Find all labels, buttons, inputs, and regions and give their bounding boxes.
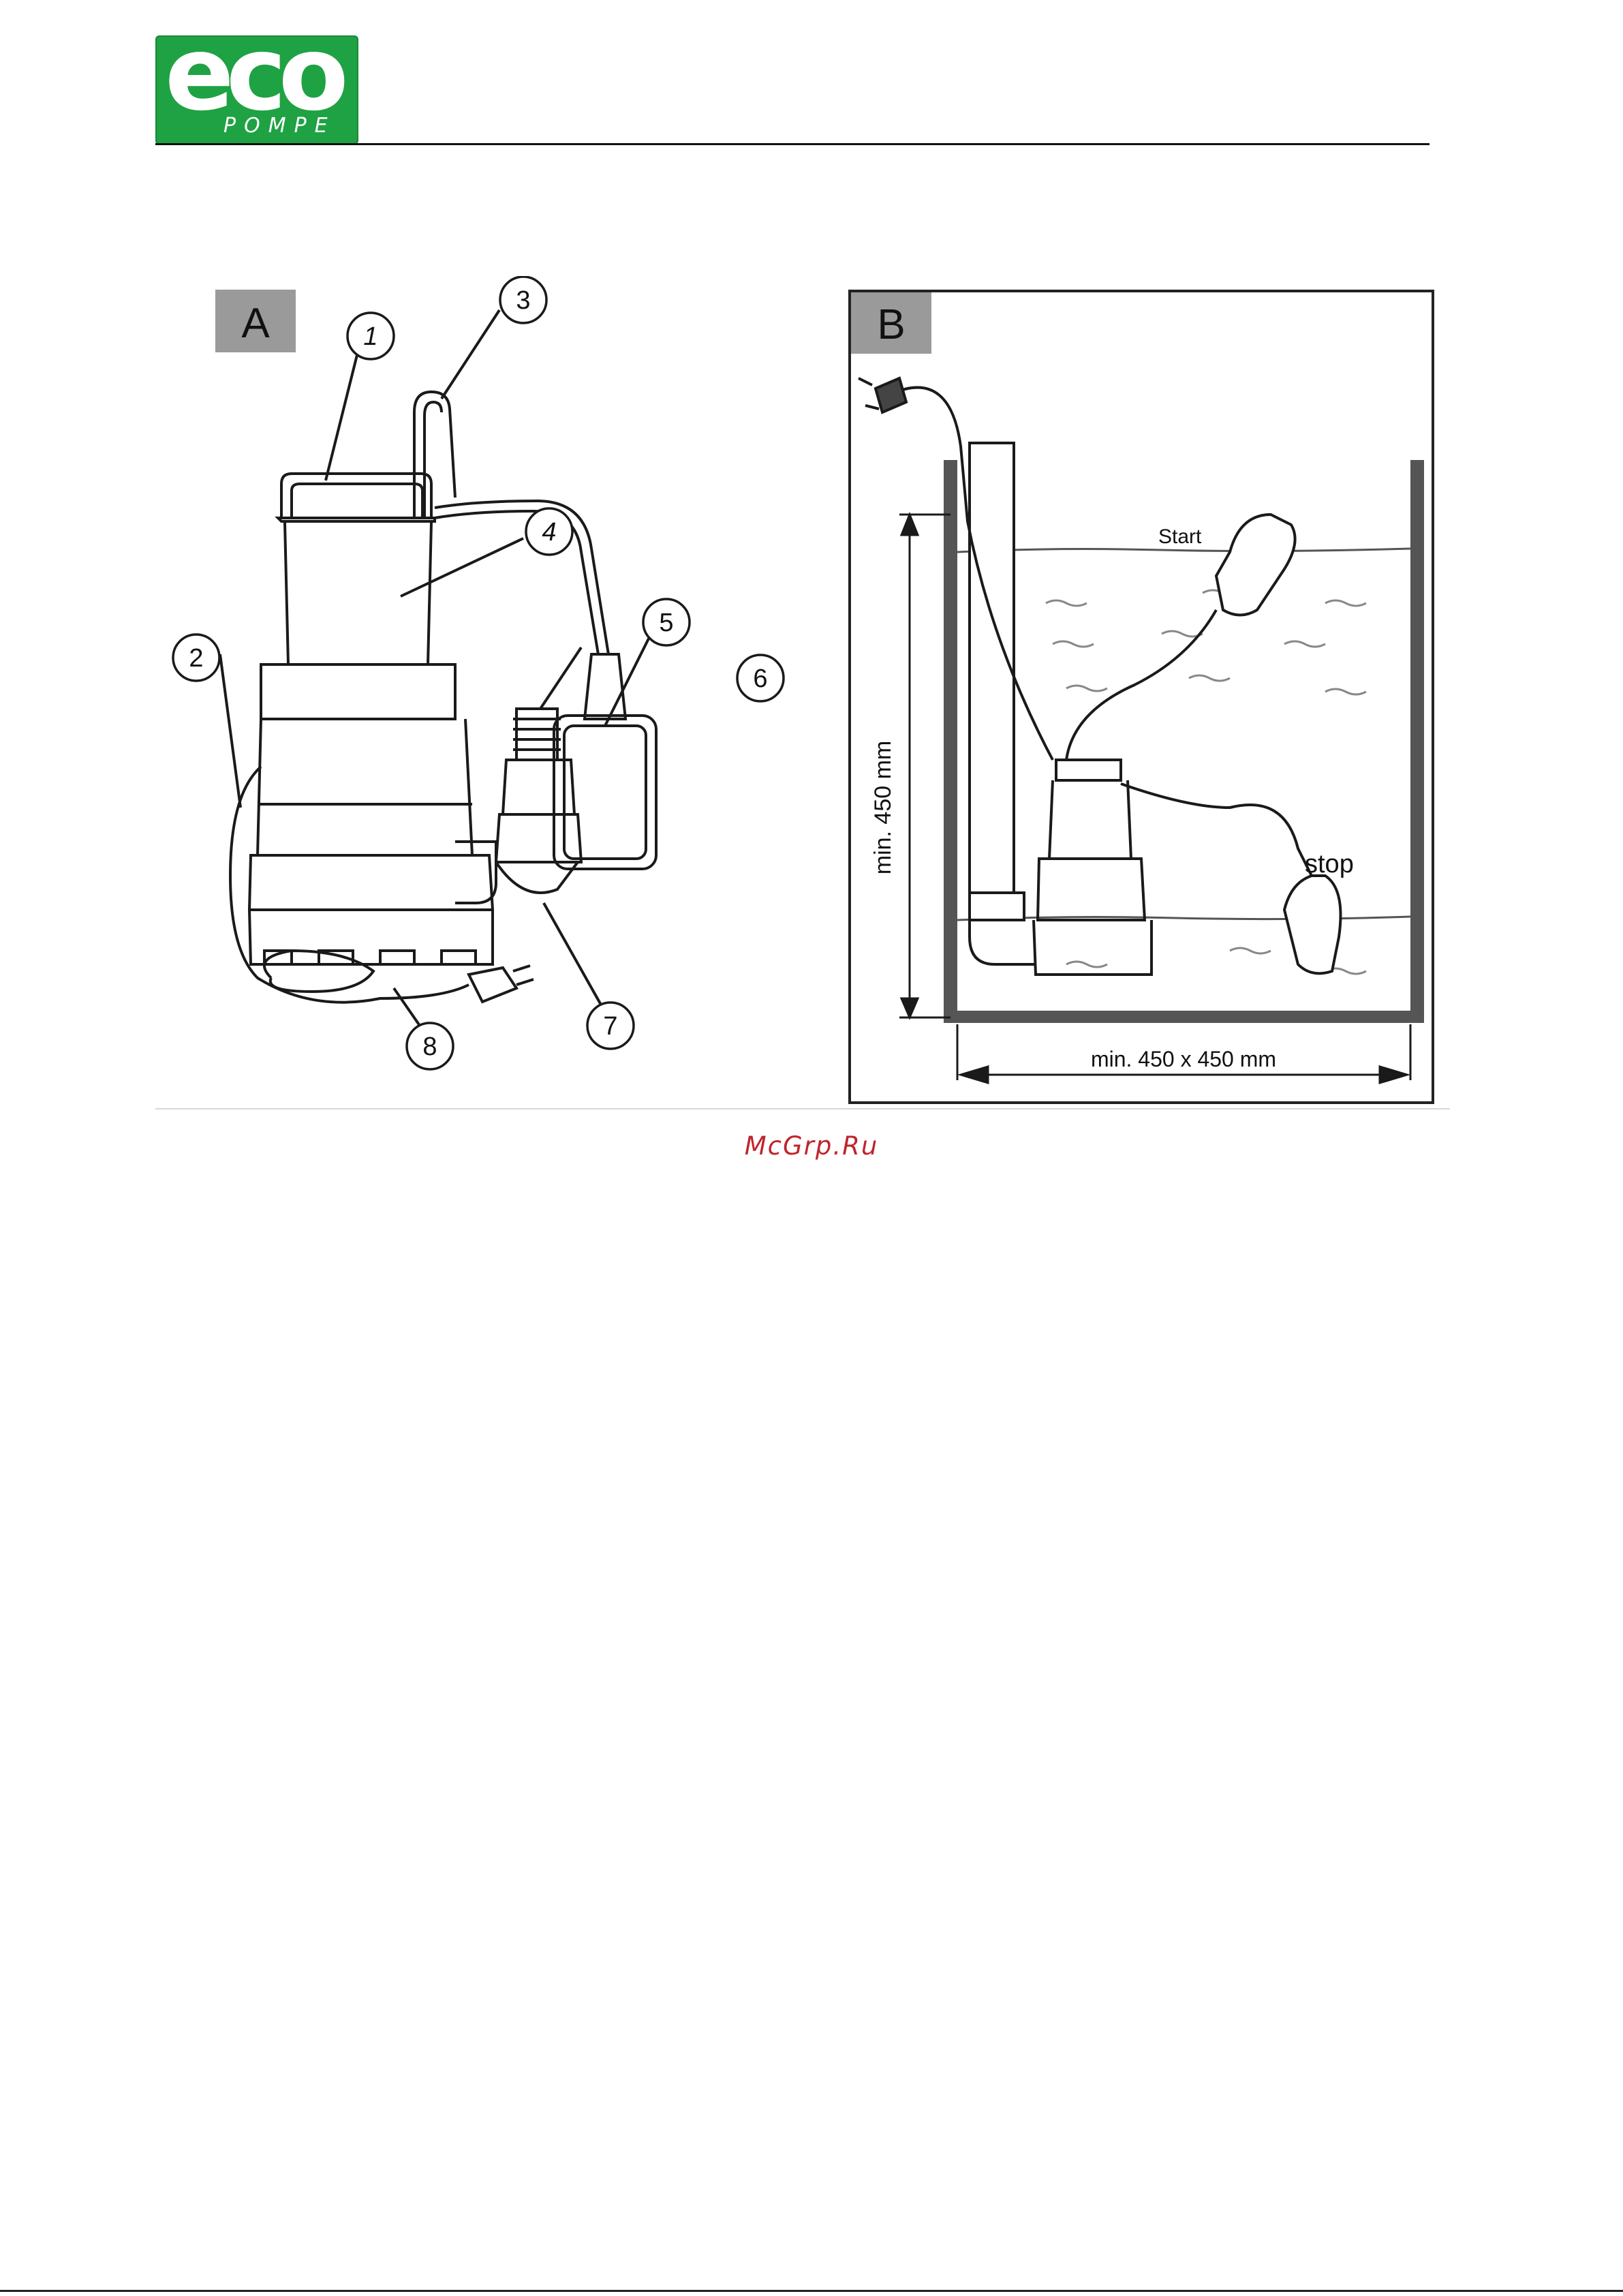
hose-adapter	[516, 709, 557, 760]
callout-7-text: 7	[603, 1012, 617, 1041]
start-level-label: Start	[1158, 525, 1202, 548]
callout-6-text: 6	[753, 664, 767, 693]
float-cable	[435, 501, 608, 654]
figure-a-drawing: A	[155, 276, 803, 1107]
float-switch	[554, 716, 656, 869]
logo-wordmark: eco	[165, 23, 341, 125]
header-divider	[155, 143, 1429, 145]
callout-8-text: 8	[422, 1032, 437, 1061]
width-dimension-label: min. 450 x 450 mm	[1091, 1047, 1276, 1071]
pump-handle	[281, 474, 431, 518]
figure-b-installation: B	[848, 290, 1434, 1104]
discharge-pipe	[970, 443, 1014, 893]
power-plug	[469, 968, 516, 1002]
pit-right-wall	[1410, 460, 1424, 1020]
figure-b-frame	[850, 291, 1433, 1103]
cable-hook	[414, 392, 455, 518]
callout-1-text: 1	[363, 322, 377, 351]
callout-4-text: 4	[542, 518, 556, 547]
height-dimension-label: min. 450 mm	[870, 741, 896, 875]
watermark-link[interactable]: McGrp.Ru	[0, 1131, 1623, 1161]
figure-b-label: B	[877, 301, 905, 348]
pump-middle-housing	[258, 719, 472, 855]
page-bottom-edge	[0, 2290, 1623, 2292]
footer-divider	[155, 1108, 1450, 1109]
stop-level-label: stop	[1305, 850, 1354, 878]
pit-floor	[944, 1011, 1424, 1023]
callout-2-text: 2	[189, 644, 203, 673]
figure-b-drawing: B	[848, 290, 1434, 1104]
pit-left-wall	[944, 460, 957, 1020]
eco-pompe-logo: eco POMPE	[155, 35, 358, 144]
pump-base	[249, 910, 493, 964]
figure-a-pump-components: A	[155, 276, 803, 1107]
logo-subtitle: POMPE	[223, 114, 336, 138]
figure-a-label: A	[241, 300, 270, 347]
callout-5-text: 5	[659, 609, 673, 637]
callout-3-text: 3	[516, 286, 530, 315]
power-cable	[230, 767, 469, 1002]
